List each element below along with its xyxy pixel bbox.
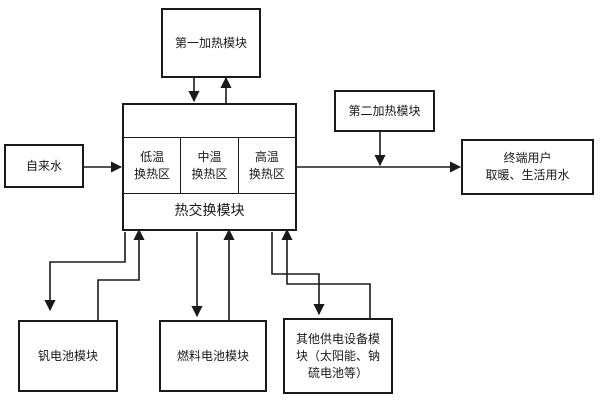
arrow-exchange-to-other [271,232,325,316]
arrow-vanadium-to-exchange [97,228,145,320]
end-user-label: 终端用户 取暖、生活用水 [485,151,570,182]
heat-exchange-module: 低温 换热区 中温 换热区 高温 换热区 热交换模块 [122,103,297,231]
tap-water-label: 自来水 [25,158,62,173]
mid-temp-zone-label: 中温 换热区 [191,149,228,181]
vanadium-battery-label: 钒电池模块 [37,348,98,363]
high-temp-zone: 高温 换热区 [239,138,295,193]
other-supply-box: 其他供电设备模 块（太阳能、钠 硫电池等） [283,318,393,394]
heating-module-2-label: 第二加热模块 [348,103,421,118]
arrow-exchange-to-vanadium [44,232,126,312]
fuel-cell-box: 燃料电池模块 [159,320,267,392]
heating-module-1: 第一加热模块 [161,8,261,78]
vanadium-battery-box: 钒电池模块 [18,320,118,392]
low-temp-zone: 低温 换热区 [124,138,182,193]
high-temp-zone-label: 高温 换热区 [248,149,285,181]
mid-temp-zone: 中温 换热区 [181,138,239,193]
tap-water-box: 自来水 [4,144,84,188]
end-user-box: 终端用户 取暖、生活用水 [461,139,594,195]
arrow-other-to-exchange [281,228,371,318]
zones-row: 低温 换热区 中温 换热区 高温 换热区 [124,137,295,194]
fuel-cell-label: 燃料电池模块 [176,348,249,363]
other-supply-label: 其他供电设备模 块（太阳能、钠 硫电池等） [295,331,380,380]
heating-module-2: 第二加热模块 [334,90,435,132]
heat-exchange-title: 热交换模块 [124,193,295,229]
heat-exchange-title-label: 热交换模块 [174,202,245,219]
heating-module-1-label: 第一加热模块 [174,35,247,50]
low-temp-zone-label: 低温 换热区 [134,149,171,181]
